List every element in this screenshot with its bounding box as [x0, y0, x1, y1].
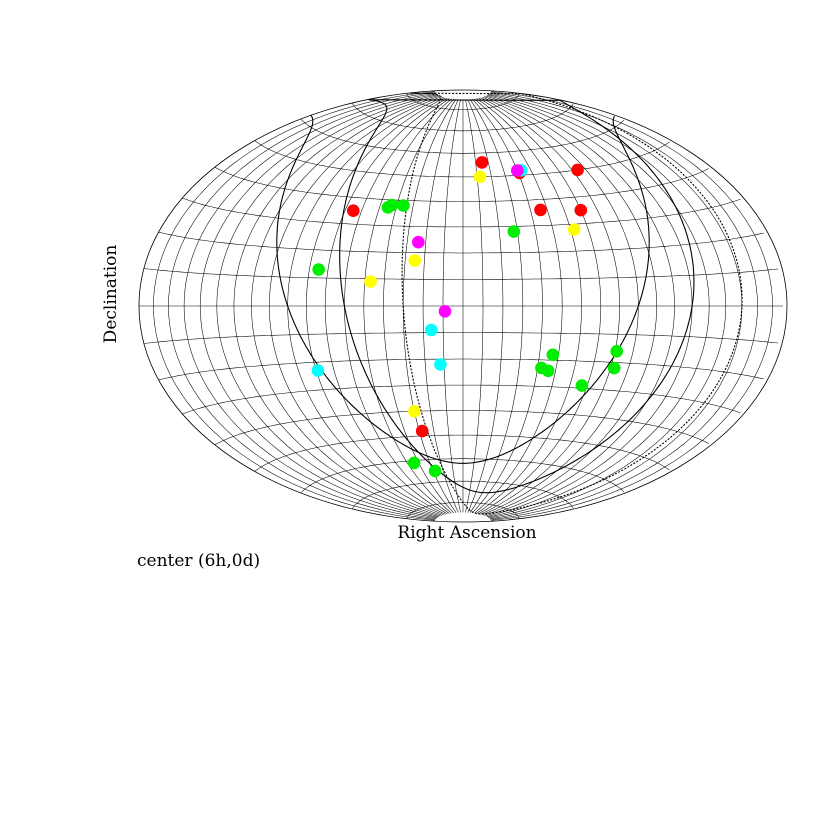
right-ascension-gridline	[383, 98, 454, 514]
data-point-green	[397, 199, 410, 212]
projection-center-label: center (6h,0d)	[137, 551, 260, 571]
right-ascension-gridline	[168, 92, 436, 520]
declination-gridline	[300, 458, 625, 494]
right-ascension-gridline	[183, 92, 437, 520]
declination-gridline	[214, 410, 709, 446]
right-ascension-gridline	[324, 97, 448, 515]
data-point-yellow	[567, 223, 581, 236]
x-axis-label: Right Ascension	[397, 523, 536, 543]
declination-gridline	[254, 434, 670, 472]
data-point-red	[574, 203, 588, 217]
data-point-green	[507, 225, 521, 238]
right-ascension-gridline	[469, 99, 524, 513]
right-ascension-gridline	[485, 95, 675, 517]
declination-gridline	[158, 358, 764, 381]
right-ascension-gridline	[363, 98, 452, 514]
data-point-red	[415, 424, 429, 438]
data-point-green	[381, 201, 395, 214]
right-ascension-gridline	[153, 91, 436, 521]
right-ascension-gridline	[476, 98, 582, 514]
data-point-cyan	[425, 323, 438, 337]
reference-great-circle	[339, 99, 695, 494]
data-point-red	[534, 203, 547, 217]
data-point-yellow	[473, 170, 487, 184]
right-ascension-gridline	[306, 97, 446, 515]
data-point-green	[535, 361, 548, 375]
declination-gridline	[158, 231, 764, 254]
right-ascension-gridline	[490, 92, 758, 520]
coordinate-grid	[139, 91, 783, 521]
data-point-yellow	[408, 254, 422, 267]
reference-great-circle	[401, 92, 743, 515]
data-point-green	[607, 361, 621, 375]
right-ascension-gridline	[251, 95, 441, 517]
reference-great-circle	[276, 114, 650, 464]
y-axis-label: Declination	[101, 245, 121, 344]
data-point-green	[407, 456, 421, 470]
right-ascension-gridline	[233, 95, 440, 517]
data-point-magenta	[438, 305, 452, 318]
data-point-red	[571, 163, 584, 177]
data-point-green	[546, 348, 560, 362]
declination-gridline	[182, 197, 741, 228]
declination-gridline	[300, 118, 625, 154]
data-point-red	[475, 156, 489, 169]
right-ascension-gridline	[269, 96, 442, 516]
right-ascension-gridline	[478, 97, 602, 515]
declination-gridline	[254, 140, 670, 178]
declination-gridline	[144, 268, 779, 280]
right-ascension-gridline	[484, 96, 657, 516]
declination-gridline	[214, 166, 709, 202]
right-ascension-gridline	[480, 97, 620, 515]
data-point-green	[312, 263, 326, 276]
data-point-cyan	[434, 358, 447, 371]
reference-curves	[276, 92, 743, 515]
right-ascension-gridline	[490, 91, 773, 521]
right-ascension-gridline	[199, 93, 437, 519]
data-point-cyan	[311, 364, 325, 377]
data-point-red	[347, 204, 360, 217]
right-ascension-gridline	[474, 98, 563, 514]
data-point-magenta	[511, 164, 524, 177]
right-ascension-gridline	[489, 93, 727, 519]
right-ascension-gridline	[216, 94, 438, 518]
data-point-yellow	[408, 405, 421, 418]
data-point-yellow	[364, 275, 377, 288]
right-ascension-gridline	[488, 94, 710, 518]
data-point-magenta	[412, 235, 425, 249]
data-point-green	[428, 464, 442, 478]
projection-boundary	[138, 89, 788, 523]
right-ascension-gridline	[472, 98, 543, 514]
data-points	[311, 156, 623, 478]
right-ascension-gridline	[422, 99, 459, 513]
data-point-green	[610, 345, 623, 358]
right-ascension-gridline	[465, 99, 484, 513]
data-point-green	[575, 379, 589, 392]
declination-gridline	[182, 384, 741, 415]
